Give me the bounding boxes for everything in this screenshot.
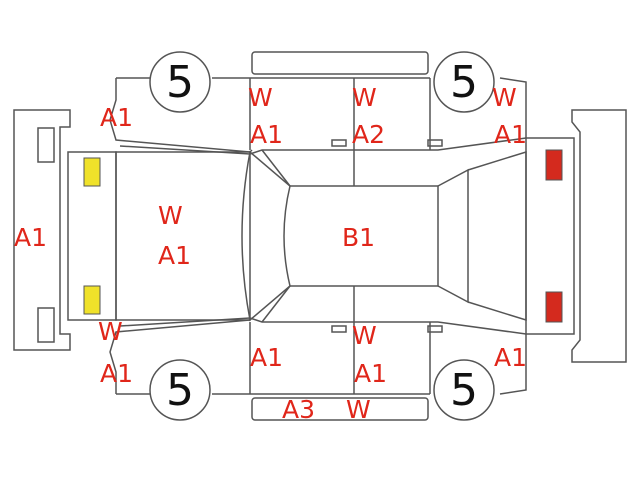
front-right-tire-grade: 5 xyxy=(166,365,194,416)
rr-door-w-mark: W xyxy=(352,321,377,350)
front-left-lamp xyxy=(83,157,101,187)
fl-fender-code: A1 xyxy=(100,103,133,132)
fl-door-code: A1 xyxy=(250,120,283,149)
rl-door-code: A2 xyxy=(352,120,385,149)
front-bumper-upper-slot xyxy=(37,127,55,163)
rl-quarter-code: A1 xyxy=(494,120,527,149)
rear-right-lamp xyxy=(545,291,563,323)
right-sill-w-mark: W xyxy=(346,395,371,424)
rear-left-tire: 5 xyxy=(433,51,495,113)
rear-left-lamp xyxy=(545,149,563,181)
front-right-lamp xyxy=(83,285,101,315)
hood-code: A1 xyxy=(158,241,191,270)
right-sill-panel xyxy=(251,397,429,421)
rear-window-outline xyxy=(437,168,469,304)
fr-fender-code: A1 xyxy=(100,359,133,388)
rear-right-tire: 5 xyxy=(433,359,495,421)
front-left-tire-grade: 5 xyxy=(166,57,194,108)
rear-right-tire-grade: 5 xyxy=(450,365,478,416)
left-rear-door-handle xyxy=(427,139,443,147)
roof-code: B1 xyxy=(342,223,375,252)
front-bumper-lower-slot xyxy=(37,307,55,343)
windshield-outline xyxy=(241,150,291,322)
roof-outline xyxy=(290,185,439,287)
hood-outline xyxy=(115,151,251,321)
rear-left-tire-grade: 5 xyxy=(450,57,478,108)
front-bumper-code: A1 xyxy=(14,223,47,252)
front-left-tire: 5 xyxy=(149,51,211,113)
left-front-door-handle xyxy=(331,139,347,147)
left-sill-panel xyxy=(251,51,429,75)
rr-quarter-code: A1 xyxy=(494,343,527,372)
fl-door-w-mark: W xyxy=(248,83,273,112)
rr-door-code: A1 xyxy=(354,359,387,388)
right-sill-code: A3 xyxy=(282,395,315,424)
front-bumper-outline xyxy=(13,109,71,351)
rl-quarter-w-mark: W xyxy=(492,83,517,112)
rl-door-w-mark: W xyxy=(352,83,377,112)
rear-bumper-outline xyxy=(571,109,627,363)
fr-door-code: A1 xyxy=(250,343,283,372)
door-lines xyxy=(249,78,431,394)
left-body-side-outline xyxy=(109,77,527,153)
rear-hatch-outline xyxy=(467,150,527,322)
right-body-side-outline xyxy=(109,319,527,395)
right-front-door-handle xyxy=(331,325,347,333)
fr-fender-w-mark: W xyxy=(98,317,123,346)
hood-w-mark: W xyxy=(158,201,183,230)
front-right-tire: 5 xyxy=(149,359,211,421)
a-pillar-lines xyxy=(261,149,291,323)
right-rear-door-handle xyxy=(427,325,443,333)
